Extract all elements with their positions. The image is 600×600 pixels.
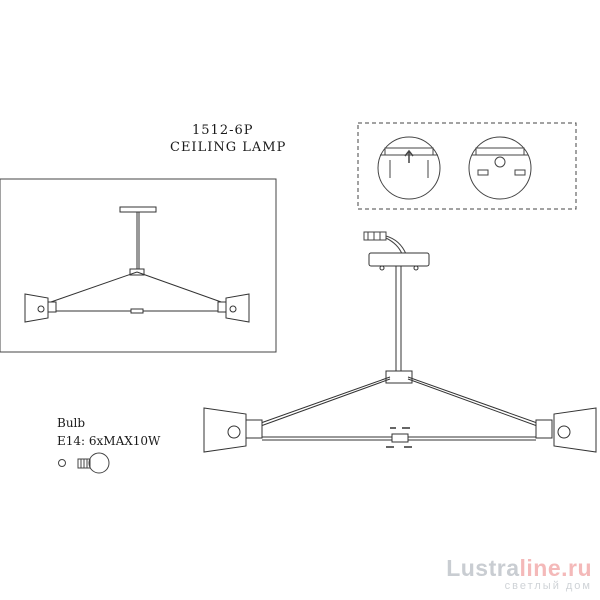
wire-connector-icon [363,231,407,255]
watermark-tagline: светлый дом [504,580,592,592]
bulb-spec: E14: 6xMAX10W [57,434,161,448]
watermark-brand-part2: line.ru [519,555,592,581]
product-type: CEILING LAMP [170,140,287,155]
title-block: 1512-6P CEILING LAMP [170,122,286,156]
lamp-shade-icon [203,407,597,453]
watermark-brand: Lustraline.ru [446,556,592,580]
bulb-spec-block: Bulb E14: 6xMAX10W [57,414,160,450]
watermark-brand-part1: Lustra [446,555,520,581]
main-lamp-drawing [245,252,553,448]
overview-drawing [0,178,277,353]
bulb-icon [58,452,110,474]
watermark: Lustraline.ru светлый дом [446,556,592,592]
model-number: 1512-6P [192,123,254,138]
bulb-heading: Bulb [57,416,86,430]
mounting-detail-icon [357,122,577,210]
